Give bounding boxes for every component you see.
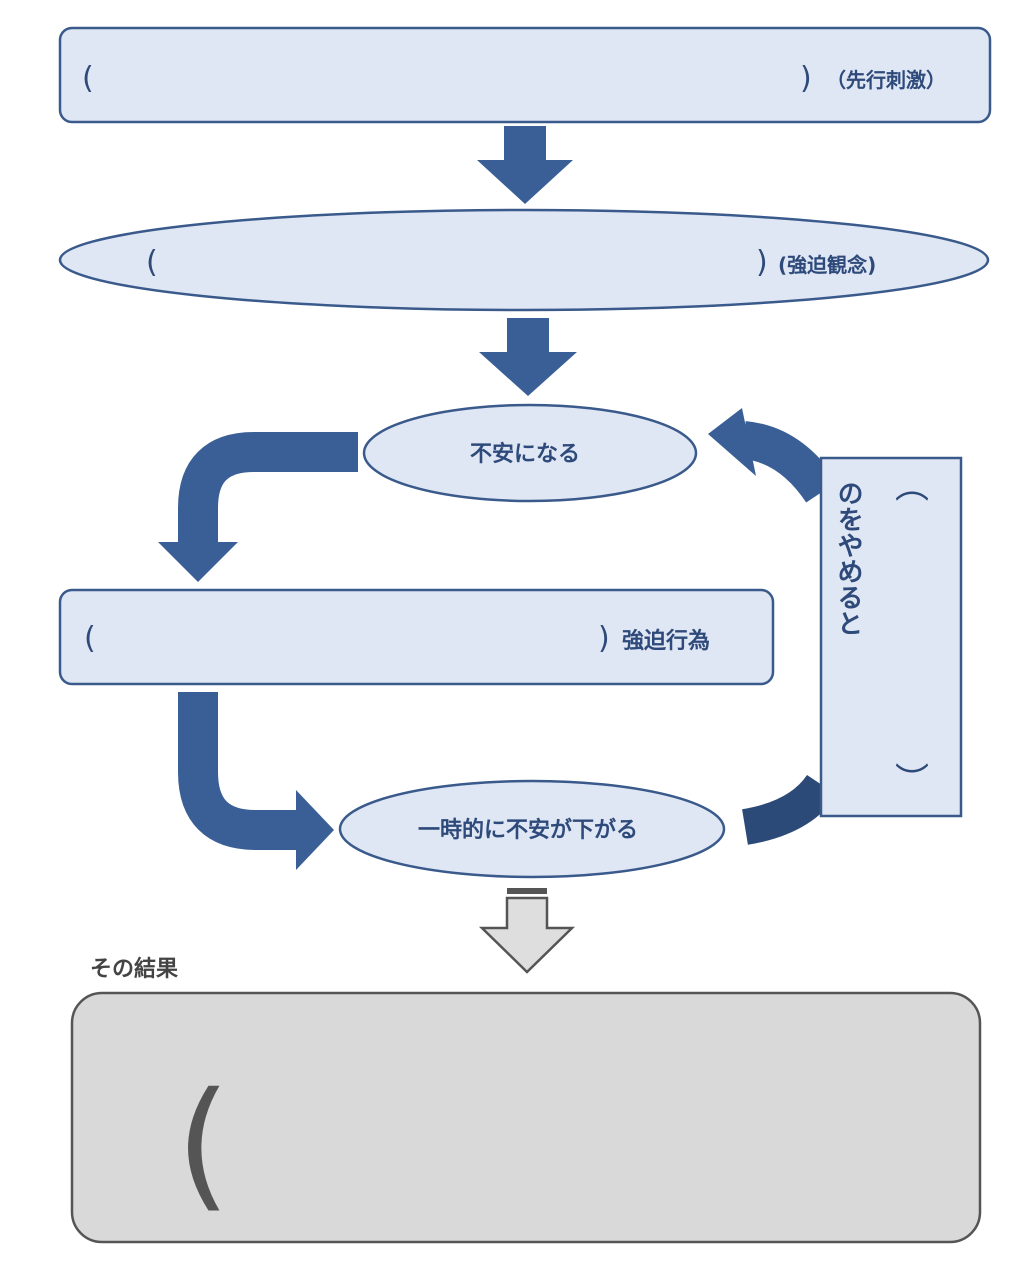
result-caption: その結果 [90, 956, 178, 982]
down-arrow-1 [477, 126, 573, 204]
antecedent-open-paren: ( [82, 61, 94, 96]
anxiety-label: 不安になる [470, 441, 580, 467]
antecedent-close-paren: ) [800, 61, 812, 96]
obsession-open-paren: ( [146, 245, 158, 280]
stop-box: ︵ ︶ のをやめると [819, 456, 963, 818]
obsession-label: (強迫観念) [778, 253, 876, 277]
compulsion-label: 強迫行為 [622, 628, 710, 654]
curve-arrow-head-left [158, 542, 238, 582]
antecedent-box: ( ) （先行刺激） [58, 26, 992, 124]
stop-close-paren: ︶ [895, 761, 929, 801]
down-arrow-2 [479, 318, 577, 396]
antecedent-label: （先行刺激） [826, 68, 946, 92]
curve-arrow-head-right [296, 790, 334, 870]
gray-down-arrow [478, 888, 576, 974]
stop-open-paren: ︵ [895, 467, 929, 507]
result-box: ( [70, 991, 982, 1244]
result-open-paren: ( [176, 1063, 231, 1226]
compulsion-open-paren: ( [84, 621, 96, 656]
compulsion-box: ( ) 強迫行為 [58, 588, 775, 686]
curve-arrow-relief-to-anxiety-lower [741, 774, 837, 845]
relief-label: 一時的に不安が下がる [418, 817, 638, 843]
compulsion-close-paren: ) [598, 621, 610, 656]
obsession-ellipse: ( ) (強迫観念) [58, 208, 990, 312]
stop-label: のをやめると [833, 480, 863, 636]
curve-arrow-relief-to-anxiety-upper [741, 421, 838, 503]
curve-arrow-anxiety-to-compulsion [178, 432, 358, 542]
curve-arrow-head-up-left [708, 408, 756, 476]
obsession-close-paren: ) [756, 245, 768, 280]
relief-ellipse: 一時的に不安が下がる [338, 779, 726, 879]
anxiety-ellipse: 不安になる [362, 403, 698, 503]
curve-arrow-compulsion-to-relief [178, 692, 296, 850]
